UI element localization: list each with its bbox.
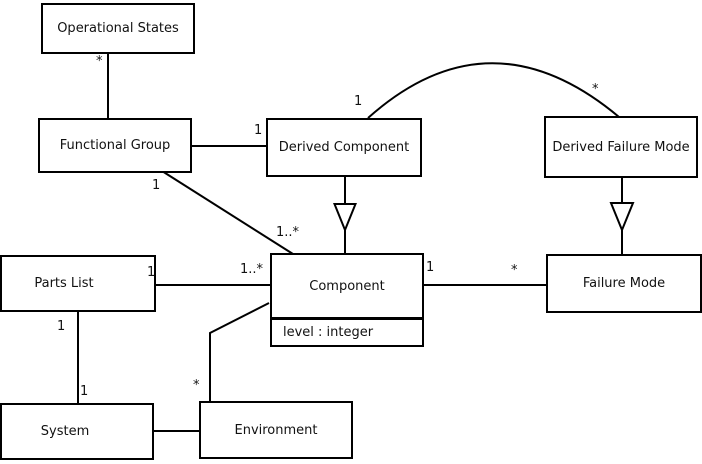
class-name-label: System (40, 424, 90, 439)
class-name-label: Operational States (57, 21, 179, 36)
class-name-label: Derived Failure Mode (552, 139, 690, 155)
generalization-derived-component-to-component (333, 175, 357, 254)
class-name-label: Parts List (34, 276, 94, 291)
generalization-triangle-icon (333, 203, 357, 233)
class-name-label: Failure Mode (582, 276, 666, 291)
multiplicity-label-parts-list-to-system: 1 (57, 319, 66, 334)
class-box-operational-states: Operational States (41, 3, 195, 54)
multiplicity-label-failure-mode-from-component: * (511, 263, 518, 278)
class-name-label: Component (309, 278, 385, 294)
multiplicity-label-derived-component-from-functional-group: 1 (254, 123, 263, 138)
multiplicity-label-component-from-functional-group: 1..* (276, 225, 300, 240)
class-box-system: System (0, 403, 154, 460)
class-box-derived-component: Derived Component (266, 118, 422, 177)
multiplicity-label-component-to-failure-mode: 1 (426, 260, 435, 275)
multiplicity-label-component-from-parts-list: 1..* (240, 262, 264, 277)
edge-component-environment (209, 302, 270, 402)
multiplicity-label-operational-states: * (96, 54, 103, 69)
multiplicity-label-environment-from-component: * (193, 378, 200, 393)
class-name-label: Derived Component (278, 140, 410, 155)
class-box-failure-mode: Failure Mode (546, 254, 702, 313)
class-box-component: Component level : integer (270, 253, 424, 347)
class-name-label: Environment (234, 422, 318, 438)
class-attribute-compartment: level : integer (272, 317, 422, 345)
generalization-derived-failure-mode-to-failure-mode (609, 176, 635, 255)
multiplicity-label-derived-component-arc: 1 (354, 94, 363, 109)
multiplicity-label-parts-list-to-component: 1 (147, 265, 156, 280)
edge-functional-group-component (161, 170, 294, 255)
class-attribute-label: level : integer (283, 325, 374, 340)
multiplicity-label-derived-failure-mode-arc: * (592, 82, 599, 97)
class-box-parts-list: Parts List (0, 255, 156, 312)
class-name-label: Functional Group (59, 138, 171, 153)
class-box-derived-failure-mode: Derived Failure Mode (544, 116, 698, 178)
class-box-functional-group: Functional Group (38, 118, 192, 173)
generalization-triangle-icon (609, 202, 635, 233)
multiplicity-label-functional-group-to-component: 1 (152, 178, 161, 193)
class-box-environment: Environment (199, 401, 353, 459)
class-name-compartment: Component (272, 255, 422, 317)
edge-derived-component-derived-failure-mode-arc (367, 62, 620, 119)
multiplicity-label-system-from-parts-list: 1 (80, 384, 89, 399)
